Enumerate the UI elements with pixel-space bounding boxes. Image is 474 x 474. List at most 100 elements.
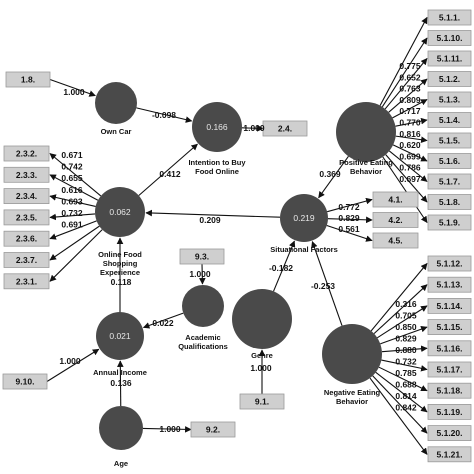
loading-value: 0.717 — [399, 106, 421, 116]
indicator-box — [2, 373, 48, 390]
indicator-box — [427, 276, 472, 293]
loading-arrow — [49, 78, 96, 97]
loading-arrow — [395, 117, 428, 127]
loading-value: 1.000 — [63, 87, 85, 97]
loading-value: 1.000 — [250, 363, 272, 373]
indicator-box-label: 5.1.13. — [437, 280, 463, 290]
loading-arrow — [49, 220, 97, 240]
loading-value: 0.775 — [399, 61, 421, 71]
construct-label: Intention to Buy — [188, 158, 246, 167]
loading-value: 0.691 — [61, 220, 83, 230]
indicator-box — [3, 273, 50, 290]
indicator-box-label: 4.1. — [388, 195, 402, 205]
path-arrow — [311, 240, 343, 326]
indicator-box-label: 2.3.2. — [16, 149, 37, 159]
indicator-box — [3, 230, 50, 247]
indicator-box — [372, 232, 419, 249]
indicator-box — [427, 132, 472, 149]
indicator-box-label: 2.3.3. — [16, 170, 37, 180]
loading-arrow — [49, 153, 102, 197]
loading-value: 0.880 — [395, 345, 417, 355]
construct-label: Annual Income — [93, 368, 147, 377]
loading-value: 0.842 — [395, 403, 417, 413]
indicator-box — [427, 194, 472, 210]
loading-arrow — [327, 197, 373, 213]
indicator-box-label: 5.1.12. — [437, 259, 463, 269]
indicator-box — [3, 252, 50, 268]
loading-value: 1.000 — [243, 123, 265, 133]
loading-arrow — [372, 375, 428, 434]
loading-arrow — [382, 156, 428, 224]
loading-value: 0.785 — [395, 368, 417, 378]
loading-value: 0.697 — [399, 174, 421, 184]
loading-value: 1.000 — [59, 356, 81, 366]
r-squared-value: 0.166 — [206, 122, 228, 132]
loading-arrow — [49, 174, 99, 201]
loading-value: 0.814 — [395, 391, 417, 401]
path-coefficient: 0.412 — [159, 169, 181, 179]
construct-label: Behavior — [350, 167, 382, 176]
indicator-box — [427, 297, 472, 314]
construct-label: Behavior — [336, 397, 368, 406]
path-arrow — [136, 107, 193, 123]
indicator-box — [427, 446, 472, 463]
indicator-box — [427, 425, 472, 442]
indicator-box-label: 2.3.4. — [16, 191, 37, 201]
construct-label: Negative Eating — [324, 388, 381, 397]
loading-value: 0.786 — [399, 163, 421, 173]
indicator-box — [427, 340, 472, 357]
indicator-box — [427, 71, 472, 87]
indicator-box — [179, 248, 225, 265]
indicator-box-label: 9.2. — [206, 425, 220, 435]
indicator-box-label: 5.1.4. — [439, 115, 460, 125]
construct-label: Age — [114, 459, 128, 468]
construct-label: Positive Eating — [339, 158, 393, 167]
loading-arrow — [395, 135, 428, 143]
path-arrow — [142, 312, 184, 329]
loading-arrow — [327, 216, 373, 224]
loading-value: 0.652 — [399, 72, 421, 82]
loading-arrow — [49, 225, 100, 261]
loading-arrow — [46, 348, 100, 382]
construct-node — [322, 324, 382, 384]
loading-arrow — [49, 194, 96, 207]
construct-node — [336, 102, 396, 162]
loading-arrow — [369, 377, 428, 455]
loading-arrow — [370, 262, 428, 332]
construct-node — [232, 289, 292, 349]
indicator-box-label: 5.1.17. — [437, 365, 463, 375]
loading-arrow — [378, 366, 428, 392]
path-coefficient: -0.098 — [152, 110, 176, 120]
construct-label: Own Car — [101, 127, 132, 136]
loading-value: 0.829 — [395, 334, 417, 344]
indicator-box — [427, 382, 472, 399]
indicator-box — [427, 214, 472, 231]
indicator-box-label: 5.1.2. — [439, 74, 460, 84]
indicator-box-label: 5.1.16. — [437, 343, 463, 353]
indicator-box-label: 5.1.6. — [439, 156, 460, 166]
indicator-box-label: 1.8. — [21, 75, 35, 85]
construct-label: Genre — [251, 351, 273, 360]
indicator-box-label: 9.1. — [255, 397, 269, 407]
indicator-box — [427, 403, 472, 420]
indicator-box-label: 5.1.9. — [439, 218, 460, 228]
indicator-box — [372, 191, 419, 208]
indicator-box-label: 5.1.5. — [439, 136, 460, 146]
loading-arrow — [49, 229, 103, 282]
loading-arrow — [381, 359, 428, 372]
loading-value: 1.000 — [159, 424, 181, 434]
indicator-box-label: 2.4. — [278, 124, 292, 134]
construct-label: Academic — [185, 333, 220, 342]
indicator-box-label: 2.3.1. — [16, 276, 37, 286]
loading-value: 0.772 — [338, 202, 360, 212]
indicator-box-label: 4.5. — [388, 236, 402, 246]
loading-arrow — [49, 213, 96, 221]
loading-arrow — [381, 345, 428, 353]
construct-label: Food Online — [195, 167, 239, 176]
indicator-box-label: 5.1.11. — [437, 54, 463, 64]
loading-value: 0.829 — [338, 213, 360, 223]
indicator-box — [427, 112, 472, 128]
loading-arrow — [381, 37, 428, 108]
indicator-box — [427, 255, 472, 272]
